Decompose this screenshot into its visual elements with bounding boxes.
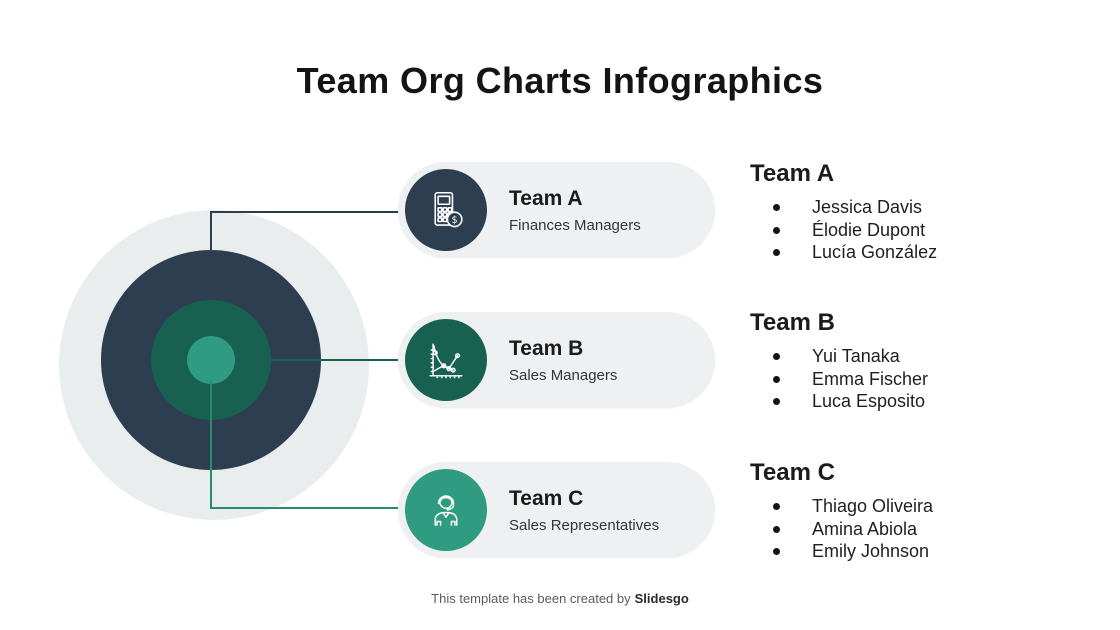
bullet-icon — [773, 525, 780, 533]
team-c-roster-title: Team C — [750, 459, 835, 486]
footer-text: This template has been created by — [431, 591, 631, 606]
list-item: Jessica Davis — [750, 196, 1060, 219]
calculator-coin-icon: $ — [434, 191, 463, 228]
svg-text:$: $ — [452, 215, 458, 226]
list-item: Élodie Dupont — [750, 219, 1060, 242]
list-item: Amina Abiola — [750, 518, 1060, 541]
team-b-roster-title: Team B — [750, 309, 835, 336]
page-title: Team Org Charts Infographics — [296, 60, 824, 101]
team-a-connector-vertical — [210, 211, 212, 254]
team-b-icon-circle — [405, 319, 487, 401]
team-c-connector-horizontal — [210, 507, 402, 509]
member-name: Yui Tanaka — [812, 346, 900, 366]
team-b-card-title: Team B — [509, 336, 584, 360]
team-c-connector-vertical — [210, 381, 212, 509]
bullet-icon — [773, 204, 780, 211]
bullet-icon — [773, 353, 780, 360]
bullet-icon — [773, 548, 780, 555]
team-a-roster: Team A Jessica Davis Élodie Dupont Lucía… — [750, 160, 1060, 264]
team-c-card-title: Team C — [509, 486, 584, 510]
bullet-icon — [773, 503, 780, 510]
team-a-card-title: Team A — [509, 186, 583, 210]
member-name: Emily Johnson — [812, 541, 930, 561]
member-name: Luca Esposito — [812, 391, 926, 411]
bullet-icon — [773, 226, 780, 234]
team-b-roster: Team B Yui Tanaka Emma Fischer Luca Espo… — [750, 309, 1060, 413]
member-name: Thiago Oliveira — [812, 496, 934, 516]
member-name: Lucía González — [812, 242, 938, 262]
team-c-member-list: Thiago Oliveira Amina Abiola Emily Johns… — [750, 495, 1060, 563]
team-a-member-list: Jessica Davis Élodie Dupont Lucía Gonzál… — [750, 196, 1060, 264]
member-name: Jessica Davis — [812, 197, 923, 217]
team-a-card: $ Team A Finances Managers — [398, 162, 715, 258]
list-item: Emily Johnson — [750, 540, 1060, 563]
member-name: Amina Abiola — [812, 518, 918, 539]
team-c-roster: Team C Thiago Oliveira Amina Abiola Emil… — [750, 459, 1060, 563]
list-item: Lucía González — [750, 241, 1060, 264]
bullet-icon — [773, 375, 780, 383]
team-c-card: Team C Sales Representatives — [398, 462, 715, 558]
team-a-icon-circle: $ — [405, 169, 487, 251]
teal-center-circle — [187, 336, 235, 384]
list-item: Emma Fischer — [750, 368, 1060, 391]
team-c-icon-circle — [405, 469, 487, 551]
team-b-card-subtitle: Sales Managers — [509, 366, 618, 384]
sales-chart-icon — [429, 343, 463, 379]
team-a-connector-horizontal — [210, 211, 402, 213]
list-item: Yui Tanaka — [750, 345, 1060, 368]
member-name: Élodie Dupont — [812, 219, 926, 240]
person-headset-icon — [434, 495, 458, 526]
team-a-card-subtitle: Finances Managers — [509, 216, 641, 234]
team-b-connector-horizontal — [270, 359, 402, 361]
team-b-member-list: Yui Tanaka Emma Fischer Luca Esposito — [750, 345, 1060, 413]
list-item: Thiago Oliveira — [750, 495, 1060, 518]
team-c-card-subtitle: Sales Representatives — [509, 516, 660, 534]
bullet-icon — [773, 249, 780, 256]
member-name: Emma Fischer — [812, 368, 929, 389]
footer-brand: Slidesgo — [634, 591, 689, 606]
team-a-roster-title: Team A — [750, 160, 835, 187]
list-item: Luca Esposito — [750, 390, 1060, 413]
bullet-icon — [773, 398, 780, 405]
team-b-card: Team B Sales Managers — [398, 312, 715, 408]
